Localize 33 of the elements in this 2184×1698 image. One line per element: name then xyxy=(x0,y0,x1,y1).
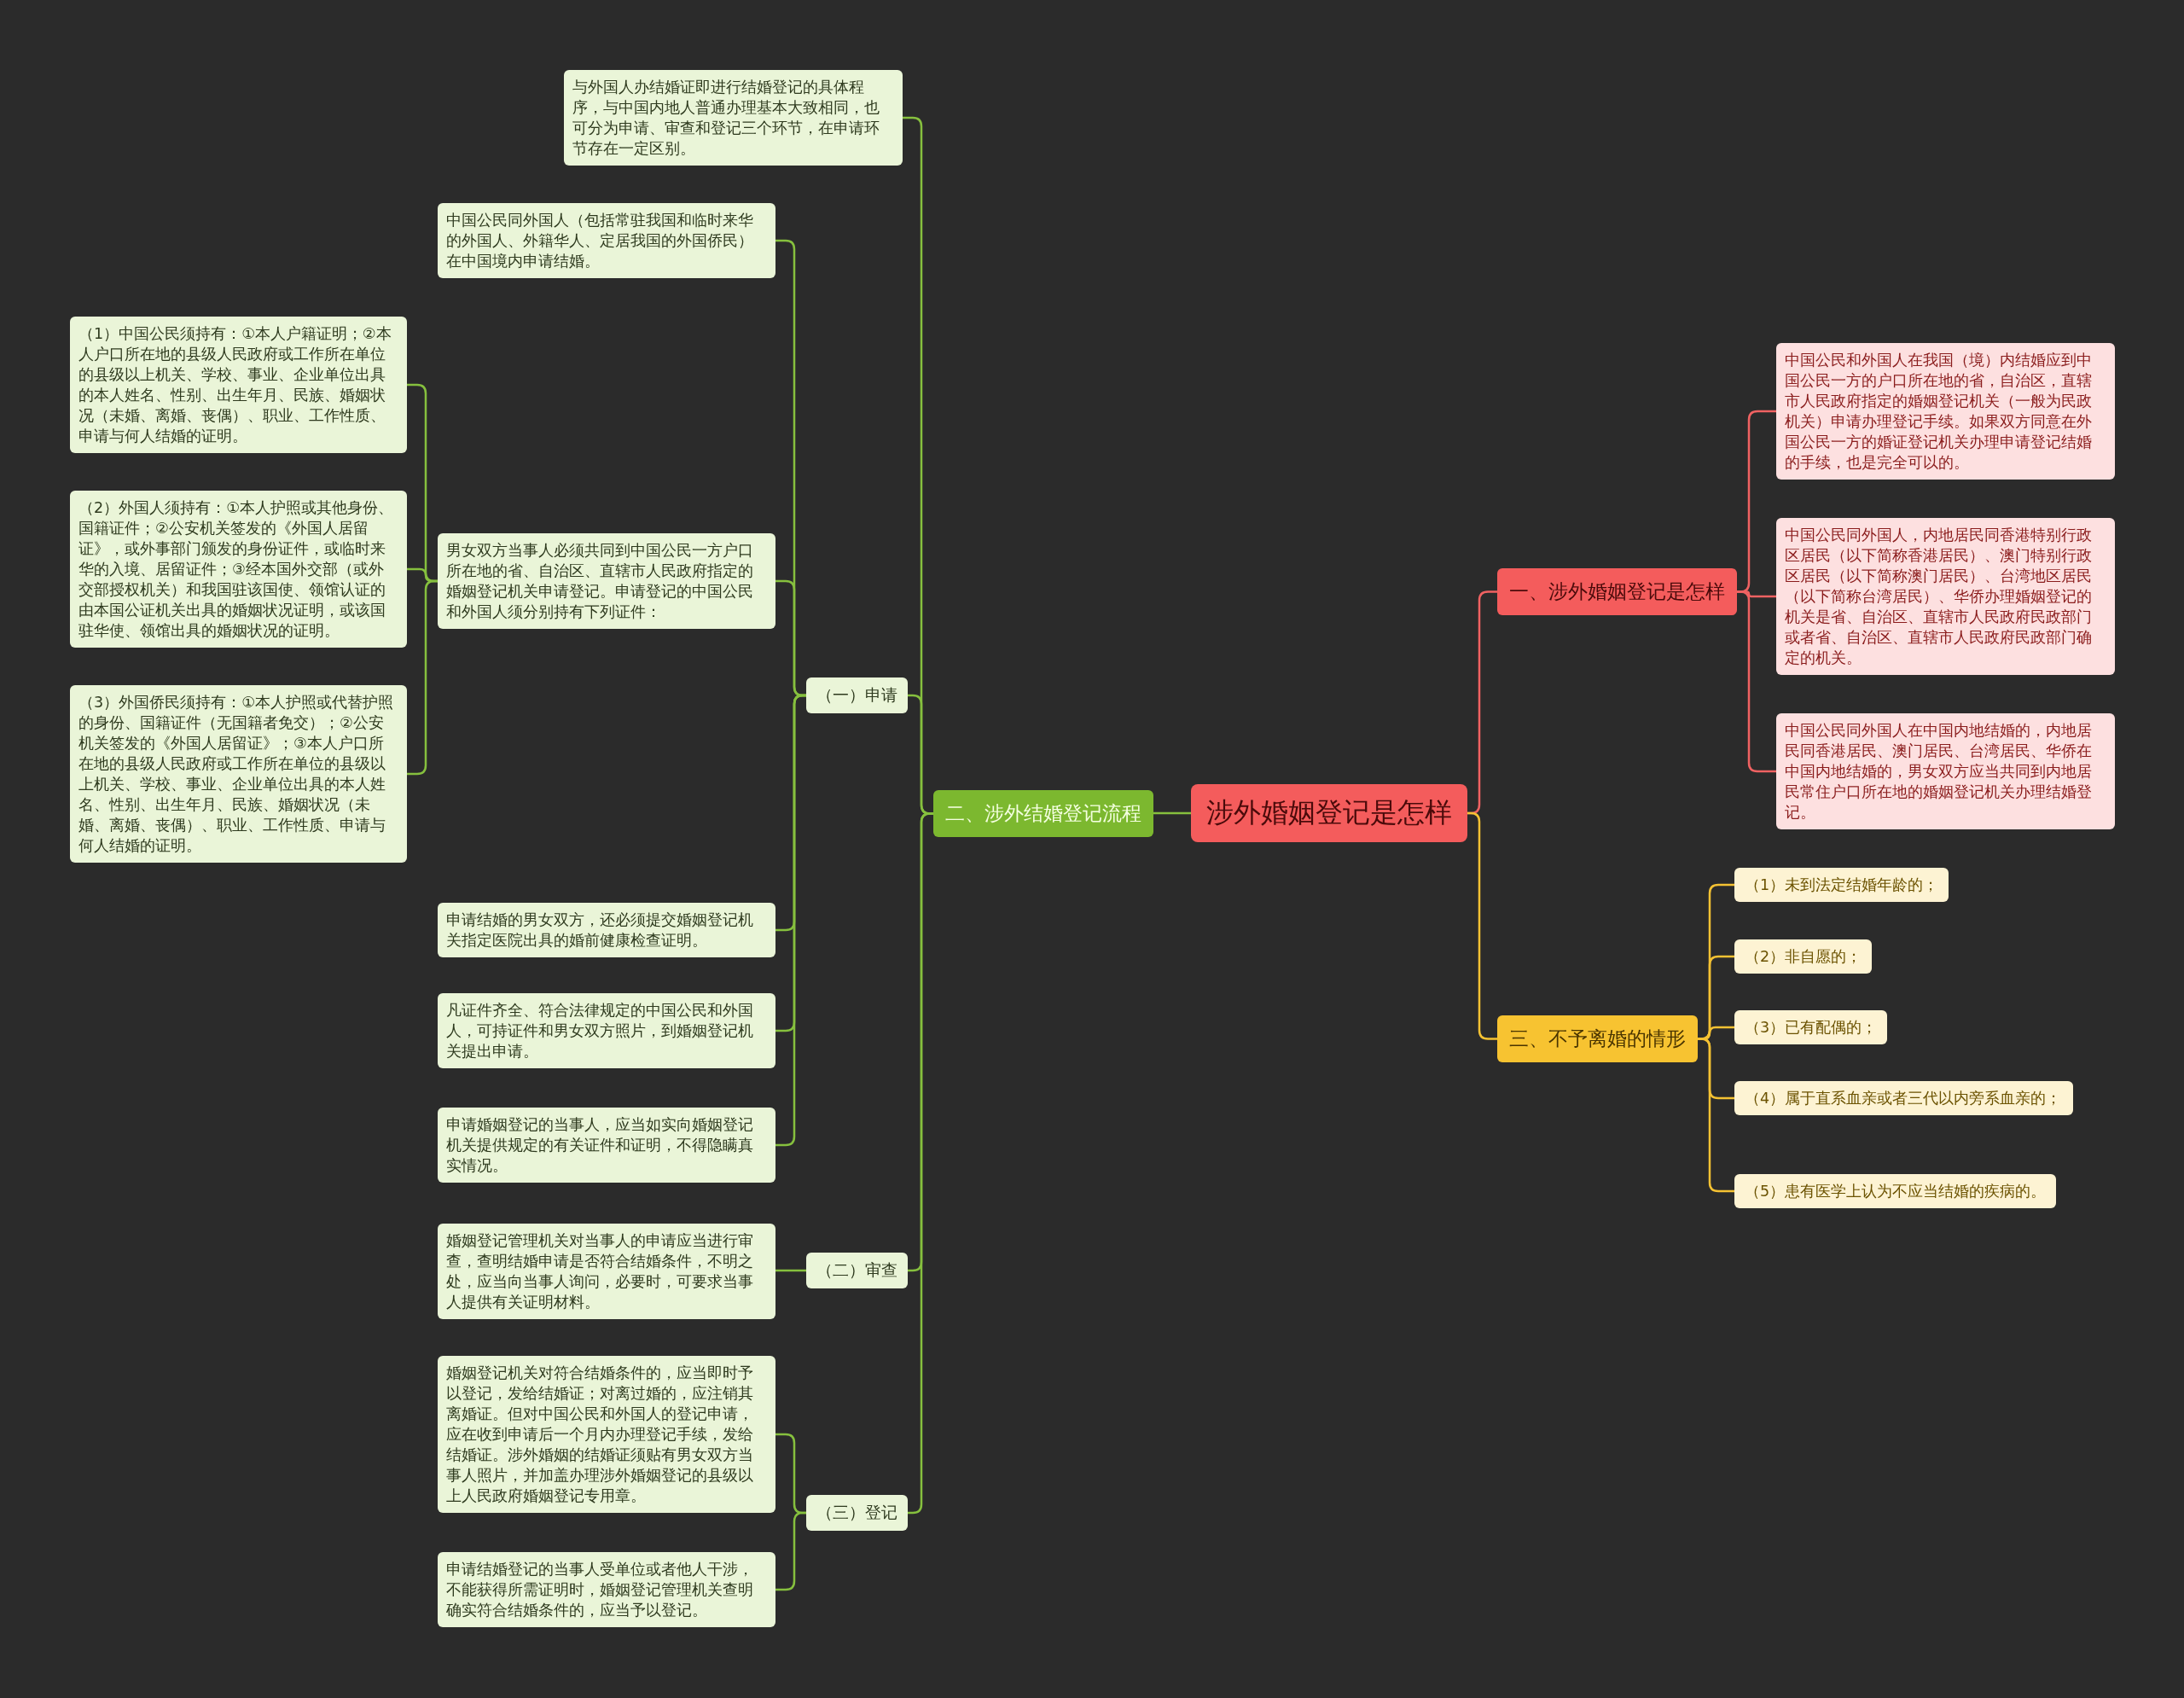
note-box: （3）已有配偶的； xyxy=(1734,1010,1888,1044)
connector-line xyxy=(775,1511,806,1591)
note-box: 申请婚姻登记的当事人，应当如实向婚姻登记机关提供规定的有关证件和证明，不得隐瞒真实情况。 xyxy=(438,1108,775,1183)
note-box: （2）非自愿的； xyxy=(1734,939,1873,974)
connector-line xyxy=(407,579,438,776)
note-box: 中国公民同外国人，内地居民同香港特别行政区居民（以下简称香港居民）、澳门特别行政区居民（以下简称澳门居民）、台湾地区居民（以下简称台湾居民）、华侨办理婚姻登记的机关是省、自治区、直辖市人民政府民政部门或者省、自治区、直辖市人民政府民政部门确定的机关。 xyxy=(1776,518,2115,675)
note-box: 中国公民同外国人在中国内地结婚的，内地居民同香港居民、澳门居民、台湾居民、华侨在中国内地结婚的，男女双方应当共同到内地居民常住户口所在地的婚姻登记机关办理结婚登记。 xyxy=(1776,713,2115,829)
branch-topic: 一、涉外婚姻登记是怎样 xyxy=(1497,568,1737,615)
central-topic: 涉外婚姻登记是怎样 xyxy=(1191,784,1467,842)
note-box: 中国公民和外国人在我国（境）内结婚应到中国公民一方的户口所在地的省，自治区，直辖市人民政府指定的婚姻登记机关（一般为民政机关）申请办理登记手续。如果双方同意在外国公民一方的婚证登记机关办理申请登记结婚的手续，也是完全可以的。 xyxy=(1776,343,2115,480)
note-box: （5）患有医学上认为不应当结婚的疾病的。 xyxy=(1734,1174,2057,1208)
branch-topic: 三、不予离婚的情形 xyxy=(1497,1015,1698,1062)
note-box: （3）外国侨民须持有：①本人护照或代替护照的身份、国籍证件（无国籍者免交）；②公安机关签发的《外国人居留证》；③本人户口所在地的县级人民政府或工作所在单位的县级以上机关、学校、事业、企业单位出具的本人姓名、性别、出生年月、民族、婚姻状况（未婚、离婚、丧偶）、职业、工作性质、申请与何人结婚的证明。 xyxy=(70,685,407,863)
note-box: 凡证件齐全、符合法律规定的中国公民和外国人，可持证件和男女双方照片，到婚姻登记机关提出申请。 xyxy=(438,993,775,1068)
note-box: 与外国人办结婚证即进行结婚登记的具体程序，与中国内地人普通办理基本大致相同，也可分为申请、审查和登记三个环节，在申请环节存在一定区别。 xyxy=(564,70,903,166)
note-box: 婚姻登记管理机关对当事人的申请应当进行审查，查明结婚申请是否符合结婚条件，不明之处，应当向当事人询问，必要时，可要求当事人提供有关证明材料。 xyxy=(438,1224,775,1319)
note-box: 婚姻登记机关对符合结婚条件的，应当即时予以登记，发给结婚证；对离过婚的，应注销其离婚证。但对中国公民和外国人的登记申请，应在收到申请后一个月内办理登记手续，发给结婚证。涉外婚姻的结婚证须贴有男女双方当事人照片，并加盖办理涉外婚姻登记的县级以上人民政府婚姻登记专用章。 xyxy=(438,1356,775,1513)
connector-line xyxy=(775,694,807,1147)
note-box: 申请结婚的男女双方，还必须提交婚姻登记机关指定医院出具的婚前健康检查证明。 xyxy=(438,903,775,957)
subtopic-box: （二）审查 xyxy=(806,1253,908,1288)
note-box: （4）属于直系血亲或者三代以内旁系血亲的； xyxy=(1734,1081,2073,1115)
note-box: 中国公民同外国人（包括常驻我国和临时来华的外国人、外籍华人、定居我国的外国侨民）在中国境内申请结婚。 xyxy=(438,203,775,278)
connector-line xyxy=(1153,811,1191,815)
note-box: 男女双方当事人必须共同到中国公民一方户口所在地的省、自治区、直辖市人民政府指定的婚姻登记机关申请登记。申请登记的中国公民和外国人须分别持有下列证件： xyxy=(438,533,775,629)
connector-line xyxy=(1467,811,1497,1040)
branch-topic: 二、涉外结婚登记流程 xyxy=(933,790,1153,837)
connector-line xyxy=(775,1269,806,1272)
note-box: （2）外国人须持有：①本人护照或其他身份、国籍证件；②公安机关签发的《外国人居留证》，或外事部门颁发的身份证件，或临时来华的入境、居留证件；③经本国外交部（或外交部授权机关）和我国驻该国使、领馆认证的由本国公证机关出具的婚姻状况证明，或该国驻华使、领馆出具的婚姻状况的证明。 xyxy=(70,491,407,648)
subtopic-box: （一）申请 xyxy=(806,677,908,713)
note-box: （1）中国公民须持有：①本人户籍证明；②本人户口所在地的县级人民政府或工作所在单位的县级以上机关、学校、事业、企业单位出具的本人姓名、性别、出生年月、民族、婚姻状况（未婚、离婚、丧偶）、职业、工作性质、申请与何人结婚的证明。 xyxy=(70,317,407,453)
subtopic-box: （三）登记 xyxy=(806,1495,908,1531)
note-box: （1）未到法定结婚年龄的； xyxy=(1734,868,1949,902)
note-box: 申请结婚登记的当事人受单位或者他人干涉，不能获得所需证明时，婚姻登记管理机关查明确实符合结婚条件的，应当予以登记。 xyxy=(438,1552,775,1627)
